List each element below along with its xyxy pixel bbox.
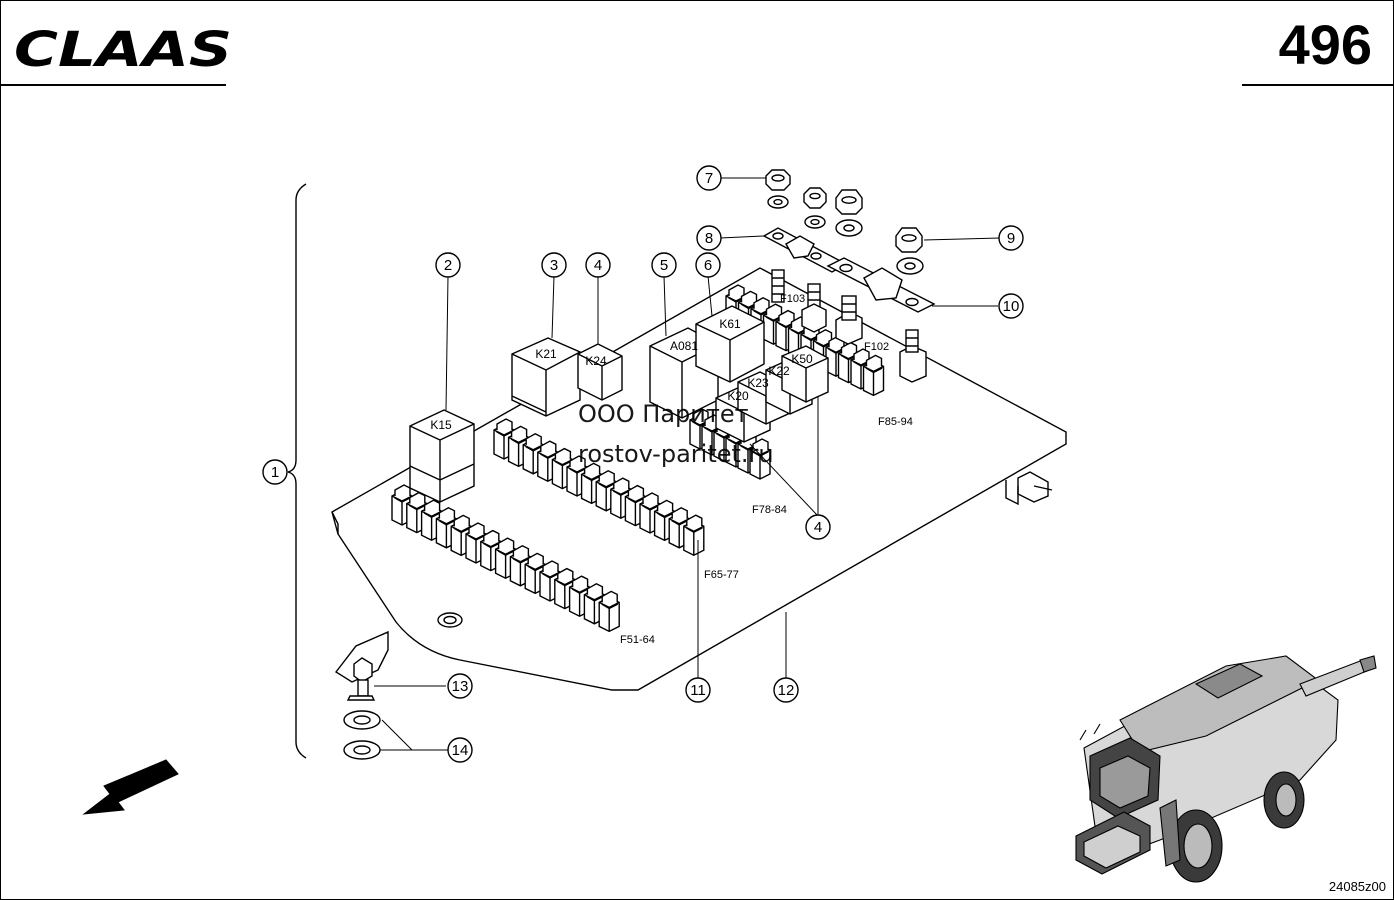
callout-number: 6 bbox=[704, 257, 712, 274]
fuse-label-f103: F103 bbox=[780, 293, 805, 305]
relay-label-k21: K21 bbox=[535, 347, 557, 361]
callout-number: 4 bbox=[594, 257, 602, 274]
watermark-company: ООО Паритет bbox=[578, 400, 749, 428]
callout-number: 10 bbox=[1003, 298, 1020, 315]
relay-label-a081: A081 bbox=[670, 339, 698, 353]
direction-arrow-icon bbox=[82, 759, 179, 815]
bolt-right bbox=[899, 329, 927, 383]
mounting-hole-inner bbox=[443, 615, 457, 625]
callout-number: 8 bbox=[705, 230, 713, 247]
relay-label-k20: K20 bbox=[727, 389, 749, 403]
f51-64-fuse bbox=[539, 560, 561, 602]
washer-14-top bbox=[343, 710, 381, 730]
callout-3[interactable]: 3 bbox=[541, 252, 567, 278]
fuse-label-f102: F102 bbox=[864, 341, 889, 353]
fuse-row-f65-77 bbox=[493, 418, 705, 556]
bolt-f103 bbox=[771, 269, 785, 303]
callout-number: 1 bbox=[271, 464, 279, 481]
watermark-url: rostov-paritet.ru bbox=[578, 440, 774, 468]
callout-number: 9 bbox=[1007, 230, 1015, 247]
mounting-hole bbox=[437, 612, 463, 628]
relay-label-k15: K15 bbox=[430, 418, 452, 432]
header-rule-left bbox=[0, 84, 226, 86]
washer-7 bbox=[767, 195, 789, 209]
callout-number: 5 bbox=[660, 257, 668, 274]
callout-number: 12 bbox=[778, 682, 795, 699]
fuse-link-10 bbox=[826, 257, 936, 313]
f65-77-fuse bbox=[683, 514, 705, 556]
callout-8[interactable]: 8 bbox=[696, 225, 722, 251]
relay-k21 bbox=[511, 337, 581, 417]
bolt-stack-middle bbox=[801, 283, 827, 333]
claas-logo: CLAAS bbox=[14, 22, 232, 74]
relay-label-k22: K22 bbox=[768, 364, 790, 378]
f51-64-fuse bbox=[391, 484, 413, 526]
callout-9[interactable]: 9 bbox=[998, 225, 1024, 251]
callout-number: 11 bbox=[690, 682, 706, 699]
assembly-bracket bbox=[287, 183, 307, 759]
relay-label-k50: K50 bbox=[791, 352, 813, 366]
callout-14[interactable]: 14 bbox=[447, 737, 473, 763]
callout-2[interactable]: 2 bbox=[435, 252, 461, 278]
cover-bracket-13 bbox=[334, 630, 389, 701]
fuse-row-f51-64 bbox=[391, 484, 620, 633]
callout-number: 13 bbox=[452, 678, 469, 695]
nut-large bbox=[835, 189, 863, 237]
callout-5[interactable]: 5 bbox=[651, 252, 677, 278]
callout-6[interactable]: 6 bbox=[695, 252, 721, 278]
leader-lines bbox=[374, 177, 1001, 751]
relay-k50 bbox=[781, 345, 829, 403]
fuse-row-f85-94 bbox=[725, 284, 885, 397]
bolt-f102 bbox=[835, 295, 863, 345]
callout-number: 4 bbox=[814, 519, 822, 536]
combine-harvester-thumbnail bbox=[1075, 655, 1377, 883]
f51-64-fuse bbox=[465, 522, 487, 564]
callout-number: 2 bbox=[444, 257, 452, 274]
plate-stud bbox=[1017, 471, 1053, 503]
logo-text: CLAAS bbox=[14, 22, 232, 74]
callout-number: 3 bbox=[550, 257, 558, 274]
callout-10[interactable]: 10 bbox=[998, 293, 1024, 319]
nut-7 bbox=[765, 169, 791, 191]
callout-12[interactable]: 12 bbox=[773, 677, 799, 703]
drawing-code: 24085z00 bbox=[1328, 879, 1386, 894]
fuse-label-f85: F85-94 bbox=[878, 416, 913, 428]
callout-7[interactable]: 7 bbox=[696, 165, 722, 191]
plate-post bbox=[1005, 480, 1019, 506]
nut-middle bbox=[803, 187, 827, 229]
nut-9 bbox=[895, 227, 924, 275]
fuse-link-8 bbox=[762, 227, 848, 273]
relay-label-k24: K24 bbox=[585, 354, 607, 368]
callout-4a[interactable]: 4 bbox=[585, 252, 611, 278]
callout-4b[interactable]: 4 bbox=[805, 514, 831, 540]
callout-1[interactable]: 1 bbox=[262, 459, 288, 485]
fuse-label-f65: F65-77 bbox=[704, 569, 739, 581]
header-rule-right bbox=[1242, 84, 1394, 86]
relay-k24 bbox=[577, 343, 623, 401]
base-plate-edge bbox=[331, 511, 339, 534]
f85-94-fuse bbox=[862, 354, 885, 397]
callout-number: 14 bbox=[452, 742, 469, 759]
relay-k15 bbox=[409, 409, 475, 503]
fuse-label-f51: F51-64 bbox=[620, 634, 655, 646]
f51-64-fuse bbox=[598, 590, 620, 633]
callout-11[interactable]: 11 bbox=[685, 677, 711, 703]
callout-13[interactable]: 13 bbox=[447, 673, 473, 699]
relay-label-k23: K23 bbox=[747, 376, 769, 390]
washer-14-bottom bbox=[343, 740, 381, 760]
relay-label-k61: K61 bbox=[719, 317, 741, 331]
page-number: 496 bbox=[1278, 13, 1372, 76]
relay-k61 bbox=[695, 305, 765, 383]
fuse-label-f78: F78-84 bbox=[752, 504, 787, 516]
callout-number: 7 bbox=[705, 170, 713, 187]
